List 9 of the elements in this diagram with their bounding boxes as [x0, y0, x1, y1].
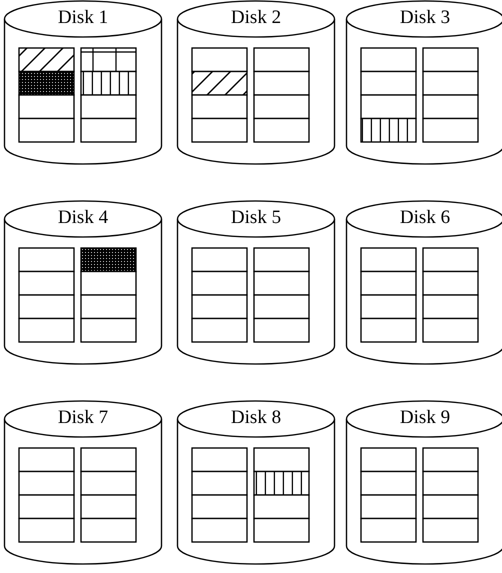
disk-label: Disk 6 [398, 208, 452, 228]
disk-label: Disk 9 [398, 408, 452, 428]
disk-label: Disk 8 [230, 408, 282, 428]
disk-label: Disk 1 [56, 8, 110, 28]
disk-label: Disk 4 [56, 208, 110, 228]
disk-label: Disk 3 [398, 8, 452, 28]
disk-label: Disk 5 [230, 208, 282, 228]
disk-label: Disk 7 [56, 408, 110, 428]
disk-label: Disk 2 [230, 8, 282, 28]
